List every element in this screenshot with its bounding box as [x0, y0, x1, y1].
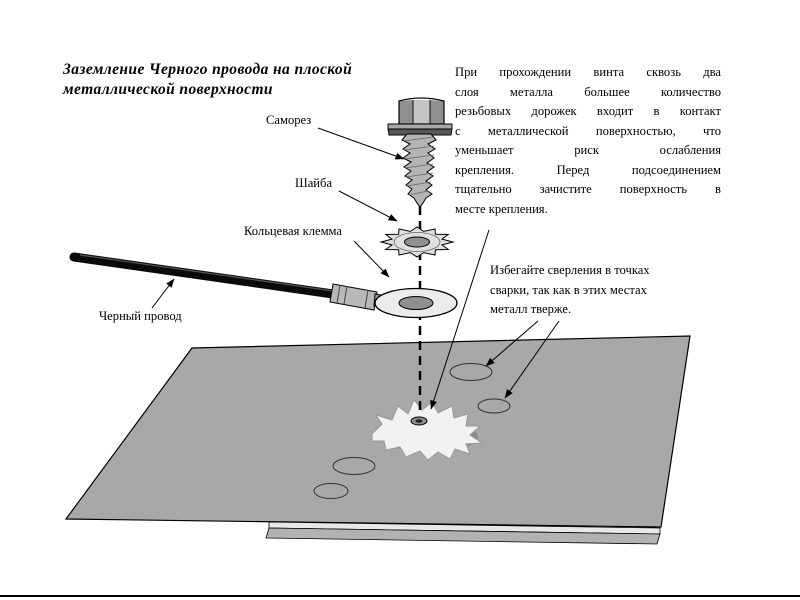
screw-head-right-face — [430, 100, 444, 124]
paragraph-line: уменьшает риск ослабления — [455, 143, 721, 157]
ring-hole — [398, 296, 434, 310]
screw-head-outline — [398, 97, 445, 125]
paragraph-line: тщательно зачистите поверхность в — [455, 182, 721, 196]
paragraph-line: слоя металла большее количество — [455, 84, 721, 99]
page-bottom-rule — [0, 595, 800, 597]
screw-flange-top — [387, 123, 453, 130]
page-title-line-2: металлической поверхности — [63, 81, 273, 98]
page-title-line-1: Заземление Черного провода на плоской — [63, 61, 353, 78]
callout-arrow-washer — [338, 190, 398, 222]
screw-head-front-face — [413, 100, 430, 124]
splash-burst — [371, 399, 484, 461]
screw-head-left-face — [399, 100, 413, 124]
page-title: Заземление Черного провода на плоской ме… — [63, 60, 352, 100]
weld-note-paragraph: Избегайте сверления в точках сварки, так… — [490, 261, 724, 320]
paragraph-line: При прохождении винта сквозь два — [455, 65, 721, 79]
crimp-ridge — [336, 284, 341, 304]
black-wire-graphic — [69, 252, 393, 311]
spot-weld-ellipse — [313, 483, 349, 499]
callout-arrow-wire — [151, 278, 175, 309]
spot-weld-ellipse — [477, 398, 511, 414]
label-ring-terminal: Кольцевая клемма — [244, 224, 343, 238]
paragraph-line: резьбовых дорожек входит в контакт — [455, 104, 721, 118]
crimp-ridge — [343, 285, 348, 305]
splash-graphic — [371, 399, 484, 461]
paragraph-line: с металлической поверхностью, что — [455, 123, 721, 138]
thread-lines — [403, 136, 435, 196]
callout-arrow-hole — [430, 229, 490, 410]
wire-body — [69, 252, 352, 301]
washer-graphic — [379, 226, 455, 258]
screw-graphic — [387, 97, 453, 208]
paragraph-line: сварки, так как в этих местах — [490, 282, 647, 297]
threading-note-paragraph: При прохождении винта сквозь два слоя ме… — [455, 63, 721, 219]
mounting-hole-center — [415, 419, 423, 423]
callout-arrow-ring — [353, 240, 390, 278]
callout-arrow-weld-1 — [485, 320, 539, 367]
label-washer: Шайба — [295, 176, 333, 190]
crimp-barrel — [329, 283, 378, 311]
second-sheet-edge — [265, 527, 661, 545]
wire-highlight — [79, 254, 341, 293]
washer-hole — [404, 236, 430, 248]
label-black-wire: Черный провод — [99, 309, 182, 323]
ring-terminal-graphic — [374, 287, 458, 319]
label-screw: Саморез — [266, 113, 312, 127]
paragraph-line: крепления. Перед подсоединением — [455, 162, 721, 177]
callout-arrow-weld-2 — [504, 320, 560, 399]
washer-body-line — [393, 232, 441, 252]
spot-weld-ellipse — [449, 363, 493, 381]
screw-thread — [401, 133, 437, 208]
paragraph-line: месте крепления. — [455, 201, 548, 216]
paragraph-line: металл тверже. — [490, 302, 572, 316]
spot-welds — [313, 363, 511, 499]
screw-flange-front — [387, 128, 453, 136]
spot-weld-ellipse — [332, 457, 376, 475]
paragraph-line: Избегайте сверления в точках — [490, 263, 650, 277]
callout-arrow-screw — [317, 127, 405, 160]
crimp-ridge — [364, 289, 369, 309]
callout-arrows — [151, 127, 560, 410]
